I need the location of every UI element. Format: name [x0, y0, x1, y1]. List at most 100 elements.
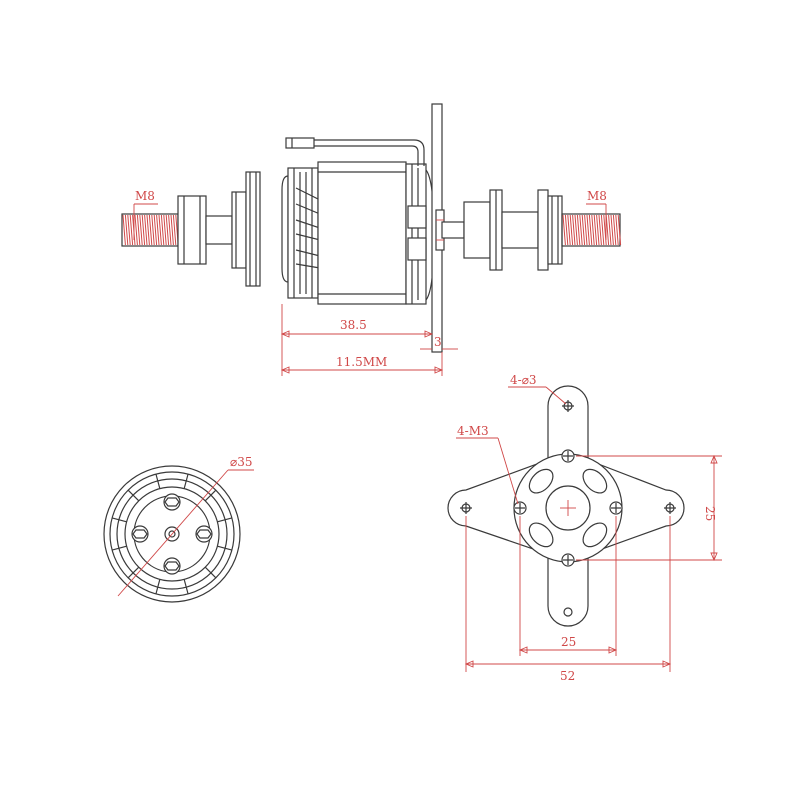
rotor-rib	[155, 473, 161, 489]
thread-line	[170, 214, 174, 246]
rotor-rib	[111, 545, 127, 551]
rotor-ribs	[111, 473, 233, 595]
holes-d3-label: 4-⌀3	[510, 373, 537, 387]
right-thread-hatching	[562, 214, 622, 246]
cooling-slot	[582, 468, 608, 494]
thread-line	[127, 214, 131, 246]
right-threaded-shaft	[561, 213, 622, 247]
thread-line	[593, 214, 598, 246]
thread-line	[564, 214, 569, 246]
diameter-label-35: ⌀35	[230, 455, 253, 469]
d3-mount-holes	[460, 400, 676, 617]
stator-housing	[405, 163, 435, 305]
dimension-label-width-52: 52	[560, 669, 575, 683]
thread-line	[158, 214, 162, 246]
thread-line	[574, 214, 578, 246]
thread-line	[610, 214, 614, 246]
thread-line	[617, 214, 622, 246]
thread-line	[600, 214, 605, 246]
dimension-38-5: 38.5	[280, 304, 443, 376]
rotor-rib	[217, 545, 233, 551]
mounting-plate-view	[447, 385, 685, 627]
thread-line	[156, 214, 160, 246]
thread-line	[141, 214, 146, 246]
holes-m3-callout: 4-M3	[456, 424, 519, 505]
rotor-rib	[183, 579, 189, 595]
thread-line	[165, 214, 170, 246]
dimension-3: 3	[420, 335, 458, 350]
thread-line	[615, 214, 619, 246]
thread-line	[572, 214, 576, 246]
thread-label-left: M8	[135, 189, 155, 203]
thread-line	[139, 214, 143, 246]
thread-line	[612, 214, 617, 246]
holes-d3-callout: 4-⌀3	[508, 373, 567, 405]
thread-callout-right: M8	[586, 189, 607, 240]
holes-m3-label: 4-M3	[457, 424, 489, 438]
thread-callout-left: M8	[133, 189, 158, 240]
thread-line	[608, 214, 612, 246]
rotor-rib	[127, 566, 140, 579]
rear-shaft	[441, 221, 465, 239]
thread-line	[134, 214, 138, 246]
diameter-callout: ⌀35	[117, 455, 254, 597]
motor-wire	[285, 137, 425, 166]
thread-line	[584, 214, 588, 246]
thread-line	[146, 214, 150, 246]
thread-line	[129, 214, 134, 246]
dimension-label-height-25: 25	[703, 506, 717, 521]
prop-adapter-screws	[131, 493, 213, 575]
thread-line	[144, 214, 148, 246]
thread-label-right: M8	[587, 189, 607, 203]
left-threaded-shaft	[121, 213, 179, 247]
thread-line	[168, 214, 172, 246]
thread-line	[588, 214, 593, 246]
dimension-label-3: 3	[434, 335, 442, 349]
dimension-width-25: 25	[518, 516, 618, 656]
rotor-rib	[217, 517, 233, 523]
thread-line	[153, 214, 158, 246]
dimension-label-width-25: 25	[561, 635, 576, 649]
thread-line	[579, 214, 583, 246]
cooling-slot	[582, 522, 608, 548]
cooling-slot	[528, 522, 554, 548]
cooling-slot	[528, 468, 554, 494]
m3-screw-holes	[513, 449, 623, 567]
thread-line	[562, 214, 566, 246]
rotor-rib	[155, 579, 161, 595]
cooling-slots	[528, 468, 608, 548]
thread-line	[591, 214, 595, 246]
dimension-height-25: 25	[576, 454, 722, 562]
thread-line	[576, 214, 581, 246]
dimension-11-5mm: 11.5MM	[280, 355, 444, 374]
thread-line	[136, 214, 141, 246]
thread-line	[124, 214, 129, 246]
thread-line	[122, 214, 126, 246]
thread-line	[586, 214, 590, 246]
thread-line	[569, 214, 574, 246]
dimension-width-52: 52	[464, 516, 672, 683]
rotor-rib	[204, 566, 217, 579]
rotor-rib	[204, 489, 217, 502]
thread-line	[596, 214, 600, 246]
thread-line	[172, 214, 177, 246]
motor-side-view	[121, 103, 622, 353]
thread-line	[581, 214, 586, 246]
dimension-label-11-5mm: 11.5MM	[336, 355, 387, 369]
thread-line	[151, 214, 155, 246]
prop-washer	[245, 171, 261, 287]
thread-line	[605, 214, 610, 246]
thread-line	[567, 214, 571, 246]
rotor-rib	[127, 489, 140, 502]
thread-line	[160, 214, 165, 246]
rotor-rib	[111, 517, 127, 523]
thread-line	[163, 214, 167, 246]
thread-line	[148, 214, 153, 246]
rotor-rib	[183, 473, 189, 489]
thread-line	[598, 214, 602, 246]
dimension-label-38-5: 38.5	[340, 318, 367, 332]
left-prop-adapter	[177, 191, 247, 269]
rotor-bell	[281, 161, 407, 305]
left-thread-hatching	[122, 214, 179, 246]
